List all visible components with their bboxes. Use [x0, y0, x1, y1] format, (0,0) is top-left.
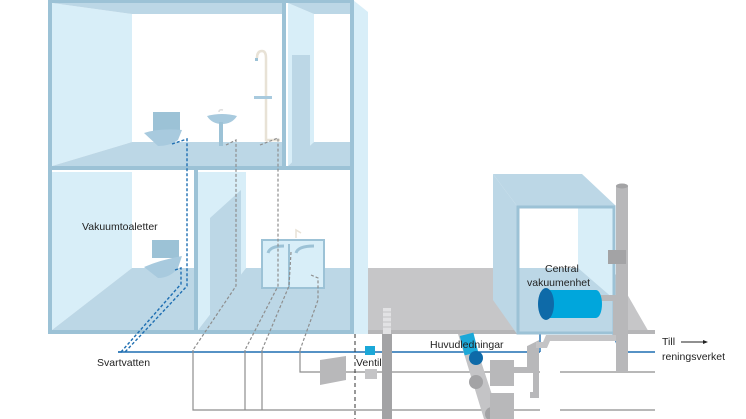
- valve-icon: [365, 346, 375, 355]
- vacuum-tank-icon: [538, 288, 619, 335]
- label-central-unit-1: Central: [545, 263, 579, 275]
- toilet-icon: [144, 112, 182, 146]
- label-to-plant-2: reningsverket: [662, 351, 725, 363]
- pump-station: [490, 334, 628, 419]
- street-drain: [382, 308, 392, 419]
- label-valve: Ventil: [356, 357, 382, 369]
- label-to-plant-1: Till: [662, 336, 675, 348]
- grey-valve-icon: [365, 369, 377, 379]
- grey-tank-icon: [320, 356, 346, 385]
- arrow-right-icon: [681, 340, 708, 344]
- vent-box: [608, 250, 626, 264]
- sink-icon: [207, 109, 237, 146]
- main-lines: [458, 332, 500, 419]
- toilet-icon: [144, 240, 182, 278]
- label-central-unit-2: vakuumenhet: [527, 277, 590, 289]
- kitchen-sink-icon: [261, 228, 325, 289]
- exhaust-pipe: [616, 186, 628, 372]
- label-main-lines: Huvudledningar: [430, 339, 504, 351]
- shower-icon: [254, 49, 280, 142]
- label-blackwater: Svartvatten: [97, 357, 150, 369]
- label-vacuum-toilets: Vakuumtoaletter: [82, 221, 158, 233]
